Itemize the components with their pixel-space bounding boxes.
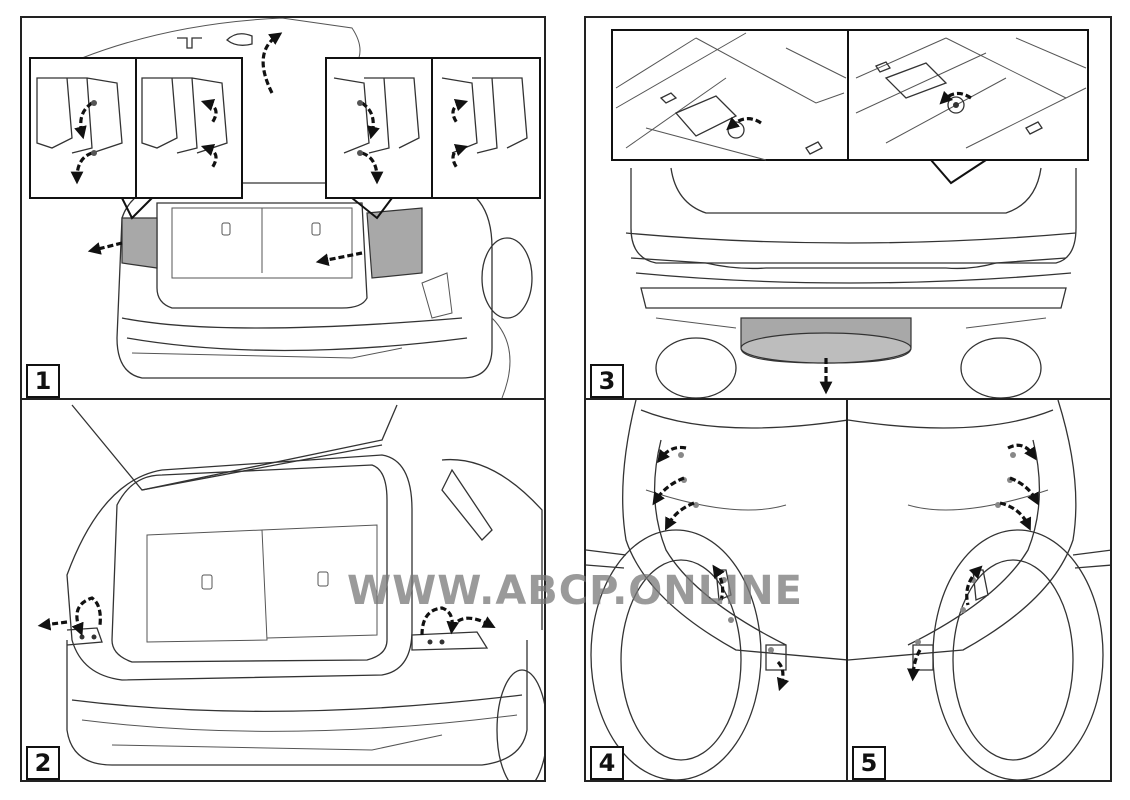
step-number-2: 2 (26, 746, 60, 780)
step-number-4: 4 (590, 746, 624, 780)
step-5-panel: 5 (846, 398, 1112, 782)
detail-inset-left (29, 57, 243, 199)
step-3-panel: 3 (584, 16, 1112, 400)
right-trim-panel (366, 207, 423, 279)
pull-left-outward-arrow (37, 617, 68, 631)
unclip-upper-arrow (652, 476, 685, 506)
pull-left-arrow (87, 241, 123, 255)
pull-right-arrow (315, 251, 363, 267)
remove-mudflap-arrow (776, 660, 790, 692)
unclip-top-arrow (657, 445, 687, 464)
release-clip-left-arrow (71, 596, 102, 636)
unclip-upper-arrow-right (1009, 476, 1040, 506)
watermark-text: WWW.ABCP.ONLINE (347, 568, 803, 614)
step-number-5: 5 (852, 746, 886, 780)
step-2-panel: 2 (20, 398, 546, 782)
step-1-illustration (29, 18, 541, 398)
step-number-1: 1 (26, 364, 60, 398)
unclip-middle-arrow (664, 501, 695, 531)
step-4-illustration (586, 400, 846, 780)
remove-mudflap-arrow-right (907, 649, 922, 682)
spare-wheel-bolt-inset (611, 29, 1089, 161)
unclip-lower-arrow (712, 564, 725, 601)
unclip-middle-arrow-right (999, 501, 1032, 531)
step-number-3: 3 (590, 364, 624, 398)
release-clip-right-arrow (420, 606, 460, 636)
lift-tailgate-arrow (261, 32, 283, 94)
step-1-panel: 1 (20, 16, 546, 400)
step-3-illustration (611, 29, 1089, 398)
pull-right-outward-arrow (450, 616, 496, 629)
step-2-illustration (37, 404, 544, 780)
step-4-panel: 4 (584, 398, 848, 782)
unclip-top-arrow-right (1007, 443, 1037, 461)
step-5-illustration (848, 400, 1110, 780)
left-trim-panel (121, 217, 158, 269)
unclip-lower-arrow-right (965, 565, 983, 606)
detail-inset-right (325, 57, 541, 199)
